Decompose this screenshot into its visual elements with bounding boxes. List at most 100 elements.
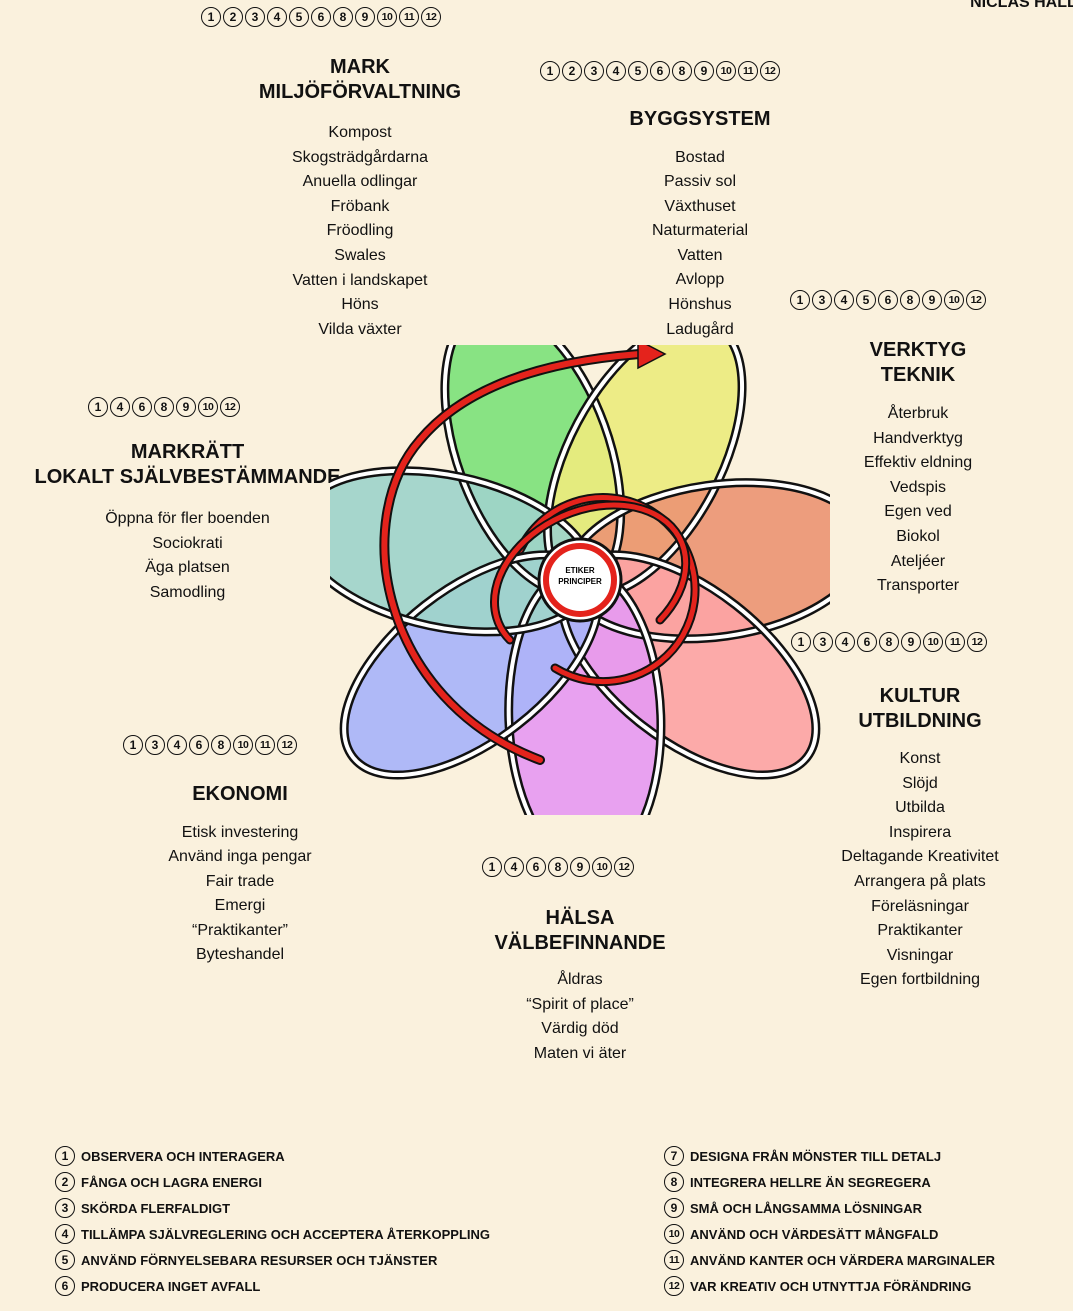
- principle-10-badge: 10: [198, 397, 218, 417]
- principle-5-badge: 5: [55, 1250, 75, 1270]
- legend-label: PRODUCERA INGET AVFALL: [81, 1278, 261, 1294]
- principle-9-badge: 9: [694, 61, 714, 81]
- legend-label: ANVÄND KANTER OCH VÄRDERA MARGINALER: [690, 1252, 996, 1268]
- principle-4-badge: 4: [167, 735, 187, 755]
- principle-9-badge: 9: [901, 632, 921, 652]
- section-title-line: UTBILDNING: [858, 709, 982, 732]
- principle-8-badge: 8: [548, 857, 568, 877]
- principle-5-badge: 5: [628, 61, 648, 81]
- principle-8-badge: 8: [900, 290, 920, 310]
- legend-label: TILLÄMPA SJÄLVREGLERING OCH ACCEPTERA ÅT…: [81, 1226, 491, 1242]
- section-item: Fair trade: [205, 872, 275, 890]
- principle-6-badge: 6: [55, 1276, 75, 1296]
- legend-label: SMÅ OCH LÅNGSAMMA LÖSNINGAR: [690, 1200, 923, 1216]
- section-item: Utbilda: [895, 799, 945, 817]
- center-label-line-2: PRINCIPER: [558, 577, 602, 586]
- section-item: Effektiv eldning: [863, 454, 973, 472]
- petal-markratt: [330, 470, 593, 632]
- red-orbit-rings: [379, 345, 700, 765]
- section-title-line: EKONOMI: [192, 783, 288, 805]
- section-item: Maten vi äter: [533, 1044, 627, 1062]
- principle-12-badge: 12: [614, 857, 634, 877]
- legend-item: 8 INTEGRERA HELLRE ÄN SEGREGERA: [664, 1169, 995, 1195]
- principle-12-badge: 12: [277, 735, 297, 755]
- principle-10-badge: 10: [592, 857, 612, 877]
- principle-12-badge: 12: [220, 397, 240, 417]
- principle-6-badge: 6: [526, 857, 546, 877]
- principle-11-badge: 11: [738, 61, 758, 81]
- principle-11-badge: 11: [255, 735, 275, 755]
- principle-3-badge: 3: [55, 1198, 75, 1218]
- center-ring: [543, 543, 617, 617]
- principle-11-badge: 11: [945, 632, 965, 652]
- principle-10-badge: 10: [664, 1224, 684, 1244]
- center-label-line-1: ETIKER: [565, 566, 595, 575]
- middle-orbit-ring: [492, 502, 689, 643]
- section-title-line: LOKALT SJÄLVBESTÄMMANDE: [34, 465, 341, 488]
- principle-4-badge: 4: [55, 1224, 75, 1244]
- section-title-line: VÄLBEFINNANDE: [494, 931, 666, 954]
- section-item: “Spirit of place”: [526, 995, 634, 1013]
- principle-8-badge: 8: [154, 397, 174, 417]
- principle-1-badge: 1: [482, 857, 502, 877]
- legend-label: ANVÄND OCH VÄRDESÄTT MÅNGFALD: [690, 1226, 939, 1242]
- section-item: Bostad: [675, 148, 725, 166]
- principle-6-badge: 6: [857, 632, 877, 652]
- section-item: Åldras: [557, 971, 603, 988]
- principle-9-badge: 9: [176, 397, 196, 417]
- principle-10-badge: 10: [377, 7, 397, 27]
- principle-4-badge: 4: [110, 397, 130, 417]
- principle-10-badge: 10: [944, 290, 964, 310]
- section-item: Visningar: [886, 946, 954, 964]
- legend-item: 6 PRODUCERA INGET AVFALL: [55, 1273, 490, 1299]
- legend-label: SKÖRDA FLERFALDIGT: [81, 1200, 231, 1216]
- principle-12-badge: 12: [760, 61, 780, 81]
- principle-5-badge: 5: [856, 290, 876, 310]
- principle-9-badge: 9: [922, 290, 942, 310]
- section-item: Anuella odlingar: [302, 173, 418, 191]
- principle-1-badge: 1: [201, 7, 221, 27]
- principle-8-badge: 8: [672, 61, 692, 81]
- section-item: Praktikanter: [877, 922, 963, 940]
- legend-label: ANVÄND FÖRNYELSEBARA RESURSER OCH TJÄNST…: [81, 1252, 438, 1268]
- principle-6-badge: 6: [132, 397, 152, 417]
- principle-5-badge: 5: [289, 7, 309, 27]
- principle-3-badge: 3: [145, 735, 165, 755]
- principle-6-badge: 6: [878, 290, 898, 310]
- legend-item: 4 TILLÄMPA SJÄLVREGLERING OCH ACCEPTERA Å…: [55, 1221, 490, 1247]
- section-item: Vatten: [677, 246, 723, 264]
- principle-11-badge: 11: [399, 7, 419, 27]
- inner-orbit-ring: [517, 495, 698, 685]
- principle-1-badge: 1: [540, 61, 560, 81]
- legend-item: 3 SKÖRDA FLERFALDIGT: [55, 1195, 490, 1221]
- principle-8-badge: 8: [664, 1172, 684, 1192]
- arrowhead-icon: [637, 345, 667, 370]
- principle-1-badge: 1: [123, 735, 143, 755]
- legend-label: INTEGRERA HELLRE ÄN SEGREGERA: [690, 1174, 931, 1190]
- principle-3-badge: 3: [813, 632, 833, 652]
- section-item: Växthuset: [664, 197, 736, 215]
- principle-1-badge: 1: [790, 290, 810, 310]
- section-title-line: VERKTYG: [869, 339, 967, 361]
- principle-8-badge: 8: [879, 632, 899, 652]
- section-item: Föreläsningar: [871, 897, 969, 915]
- ekonomi-title: EKONOMI: [120, 782, 360, 807]
